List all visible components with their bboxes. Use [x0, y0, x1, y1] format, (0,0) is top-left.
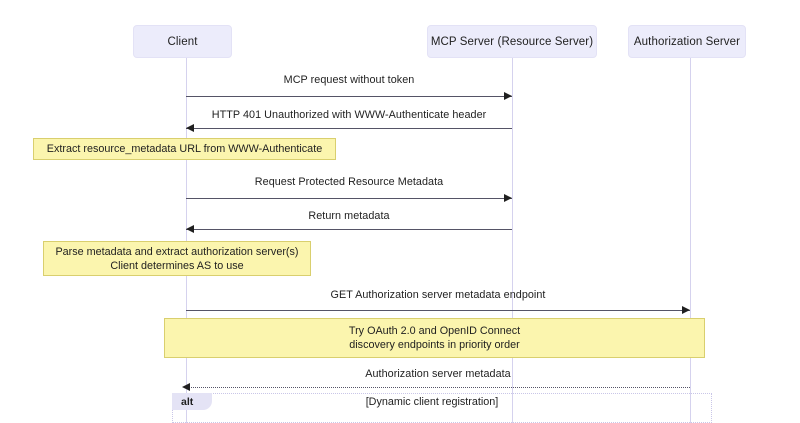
- arrowhead-right-3: [504, 194, 512, 202]
- note-line: discovery endpoints in priority order: [349, 339, 520, 351]
- arrowhead-left-6: [182, 383, 190, 391]
- message-arrow-4: [186, 229, 512, 230]
- participant-mcp-server[interactable]: MCP Server (Resource Server): [427, 25, 597, 58]
- participant-client-label: Client: [167, 35, 198, 48]
- message-arrow-6: [186, 387, 690, 388]
- message-arrow-5: [186, 310, 690, 311]
- participant-auth-server-label: Authorization Server: [633, 35, 741, 48]
- message-label-4: Return metadata: [308, 210, 390, 222]
- note-line: Try OAuth 2.0 and OpenID Connect: [348, 325, 521, 337]
- message-label-6: Authorization server metadata: [365, 368, 511, 380]
- message-arrow-2: [186, 128, 512, 129]
- note-try-oauth-discovery: Try OAuth 2.0 and OpenID Connect discove…: [164, 318, 705, 358]
- alt-fragment-operator-tab: alt: [172, 393, 212, 410]
- note-line: Parse metadata and extract authorization…: [55, 245, 299, 258]
- participant-auth-server[interactable]: Authorization Server: [628, 25, 746, 58]
- lifeline-client: [186, 58, 187, 423]
- alt-operator-label: alt: [181, 395, 194, 408]
- message-arrow-3: [186, 198, 512, 199]
- lifeline-mcp-server: [512, 58, 513, 423]
- arrowhead-right-1: [504, 92, 512, 100]
- note-parse-metadata: Parse metadata and extract authorization…: [43, 241, 311, 276]
- message-label-3: Request Protected Resource Metadata: [254, 176, 444, 188]
- arrowhead-right-5: [682, 306, 690, 314]
- arrowhead-left-2: [186, 124, 194, 132]
- note-line: Client determines AS to use: [110, 259, 244, 272]
- note-line: Extract resource_metadata URL from WWW-A…: [46, 143, 323, 155]
- lifeline-auth-server: [690, 58, 691, 423]
- message-label-2: HTTP 401 Unauthorized with WWW-Authentic…: [211, 109, 487, 121]
- arrowhead-left-4: [186, 225, 194, 233]
- message-arrow-1: [186, 96, 512, 97]
- message-label-5: GET Authorization server metadata endpoi…: [330, 289, 546, 301]
- participant-client[interactable]: Client: [133, 25, 232, 58]
- alt-fragment-condition: [Dynamic client registration]: [365, 396, 499, 408]
- note-extract-resource-metadata: Extract resource_metadata URL from WWW-A…: [33, 138, 336, 160]
- message-label-1: MCP request without token: [283, 74, 415, 86]
- participant-mcp-server-label: MCP Server (Resource Server): [430, 35, 594, 48]
